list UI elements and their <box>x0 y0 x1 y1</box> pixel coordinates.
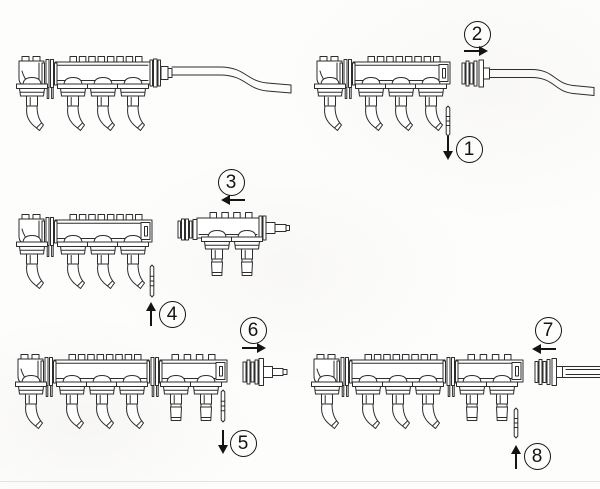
step-1-arrow-down-icon <box>443 136 453 160</box>
step-6-badge: 6 <box>239 316 267 344</box>
manifold-6-port-socket <box>15 354 228 429</box>
step-7-badge: 7 <box>534 316 562 344</box>
manifold-4-port-socket <box>16 214 153 289</box>
cable-plug-removed <box>534 358 600 386</box>
manifold-4-port-cable-attached <box>16 56 292 131</box>
end-section-2-port <box>177 212 290 276</box>
step-4-arrow-up-icon <box>146 302 156 326</box>
step-1-badge: 1 <box>455 135 483 163</box>
step-3-arrow-left-icon <box>221 195 245 205</box>
manifold-6-port-socket <box>311 354 524 429</box>
retaining-pin <box>513 407 519 439</box>
manifold-4-port-socket <box>314 56 451 131</box>
step-8-arrow-up-icon <box>511 445 521 469</box>
step-5-badge: 5 <box>229 429 257 457</box>
step-6-arrow-right-icon <box>242 343 266 353</box>
grommet-connector-removed <box>242 358 288 386</box>
retaining-pin <box>445 105 451 137</box>
page-bottom-rule <box>0 481 600 482</box>
step-4-badge: 4 <box>158 300 186 328</box>
step-2-arrow-right-icon <box>464 46 488 56</box>
step-2-badge: 2 <box>463 20 491 48</box>
retaining-pin <box>149 264 155 298</box>
step-8-badge: 8 <box>523 442 551 470</box>
step-5-arrow-down-icon <box>218 430 228 454</box>
step-7-arrow-left-icon <box>532 344 556 354</box>
cable-plug-removed <box>461 59 595 96</box>
retaining-pin <box>220 389 226 423</box>
step-3-badge: 3 <box>217 168 245 196</box>
